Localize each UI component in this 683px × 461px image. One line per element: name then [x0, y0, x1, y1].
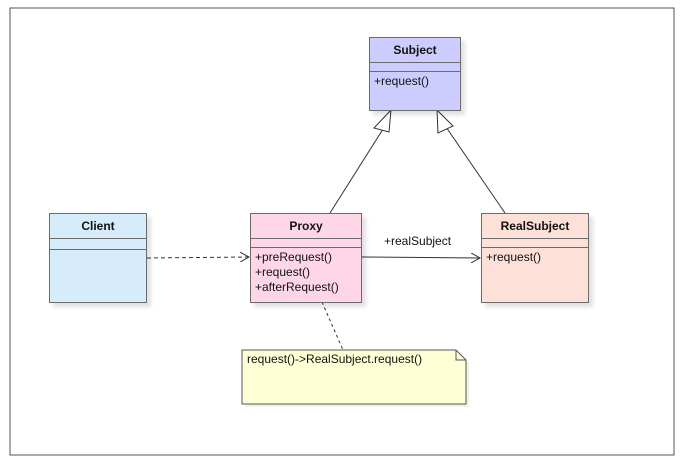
inheritance-line-proxy: [329, 125, 386, 214]
association-label: +realSubject: [384, 234, 452, 248]
class-realsubject-attributes: [482, 239, 588, 248]
class-client-attributes: [50, 239, 146, 250]
dependency-line-client-proxy: [146, 257, 249, 258]
operation: +request(): [486, 250, 542, 264]
class-subject-operations: +request(): [370, 72, 460, 91]
class-proxy[interactable]: Proxy +preRequest() +request() +afterReq…: [250, 213, 362, 303]
class-proxy-name: Proxy: [251, 214, 361, 239]
class-client[interactable]: Client: [49, 213, 147, 303]
operation: +afterRequest(): [255, 280, 339, 294]
operation: +request(): [374, 74, 430, 88]
note-shape: [241, 349, 469, 407]
class-realsubject-operations: +request(): [482, 248, 588, 267]
class-subject-attributes: [370, 63, 460, 72]
operation: +request(): [255, 265, 311, 279]
class-client-name: Client: [50, 214, 146, 239]
class-client-operations: [50, 250, 146, 262]
diagram-frame: [9, 7, 675, 456]
class-subject-name: Subject: [370, 38, 460, 63]
class-realsubject-name: RealSubject: [482, 214, 588, 239]
operation: +preRequest(): [255, 250, 333, 264]
class-subject[interactable]: Subject +request(): [369, 37, 461, 111]
class-proxy-operations: +preRequest() +request() +afterRequest(): [251, 248, 361, 297]
note-text: request()->RealSubject.request(): [247, 352, 423, 366]
class-proxy-attributes: [251, 239, 361, 248]
inheritance-line-realsubject: [445, 126, 506, 214]
association-line-proxy-realsubject: [361, 257, 480, 258]
note-anchor-line: [321, 301, 344, 351]
inheritance-arrowhead-realsubject: [436, 108, 454, 134]
class-realsubject[interactable]: RealSubject +request(): [481, 213, 589, 303]
inheritance-arrowhead-proxy: [373, 108, 392, 133]
